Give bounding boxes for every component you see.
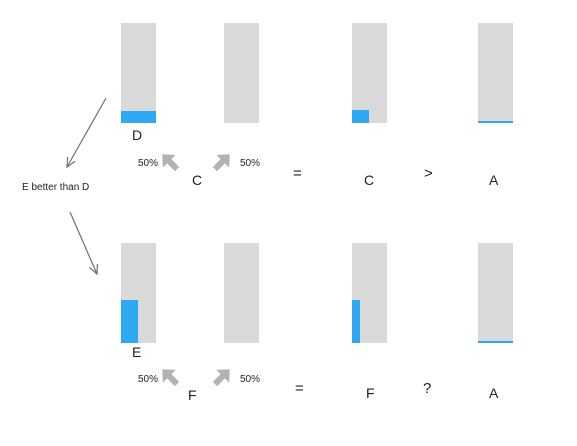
flow-arrow-to-e-icon (69, 211, 98, 276)
row2-equals-sign: = (295, 380, 304, 397)
row1-equals-sign: = (293, 165, 302, 182)
row2-split-right-arrow-icon (212, 369, 230, 387)
comparison-note: E better than D (22, 182, 90, 193)
row2-comparison-sign: ? (423, 380, 432, 397)
row1-split-right-arrow-icon (212, 154, 230, 172)
row1-split-label: C (192, 172, 203, 188)
row2-bar-4-background (478, 243, 513, 343)
row1-split-left-pct: 50% (138, 158, 159, 169)
row2-bar-3-fill (352, 300, 360, 343)
row2-result-label: F (366, 385, 375, 401)
row1-bar-1-background (121, 23, 156, 123)
row2-split-left-arrow-icon (162, 369, 180, 387)
row1-split-left-arrow-icon (162, 154, 180, 172)
row2-bar-2-background (224, 243, 259, 343)
flow-arrow-to-note-icon (66, 97, 107, 169)
row2-bar-4-fill (478, 341, 513, 343)
row1-bar-2-background (224, 23, 259, 123)
row1-bar-1-fill (121, 111, 156, 123)
row2-split-left-pct: 50% (138, 374, 159, 385)
row2-split-right-pct: 50% (240, 374, 261, 385)
row2-compare-label: A (489, 385, 499, 401)
row1-split-right-pct: 50% (240, 158, 261, 169)
row1-bar-3-background (352, 23, 387, 123)
row2-bar-1-fill (121, 300, 138, 343)
row2-source-label: E (132, 344, 142, 360)
row1-source-label: D (132, 127, 143, 143)
row2-split-label: F (188, 387, 197, 403)
row1-compare-label: A (489, 172, 499, 188)
row1-result-label: C (364, 172, 375, 188)
row1-bar-4-fill (478, 121, 513, 123)
row1-comparison-sign: > (424, 165, 433, 182)
row1-bar-4-background (478, 23, 513, 123)
row1-bar-3-fill (352, 110, 369, 123)
